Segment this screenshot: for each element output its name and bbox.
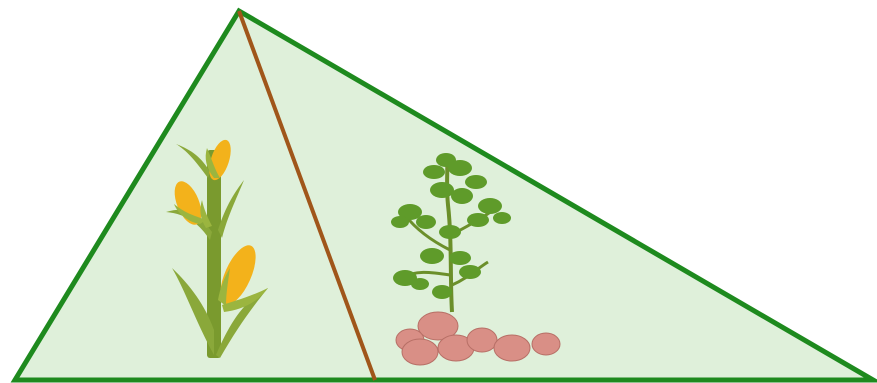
- field-diagram: [0, 0, 877, 383]
